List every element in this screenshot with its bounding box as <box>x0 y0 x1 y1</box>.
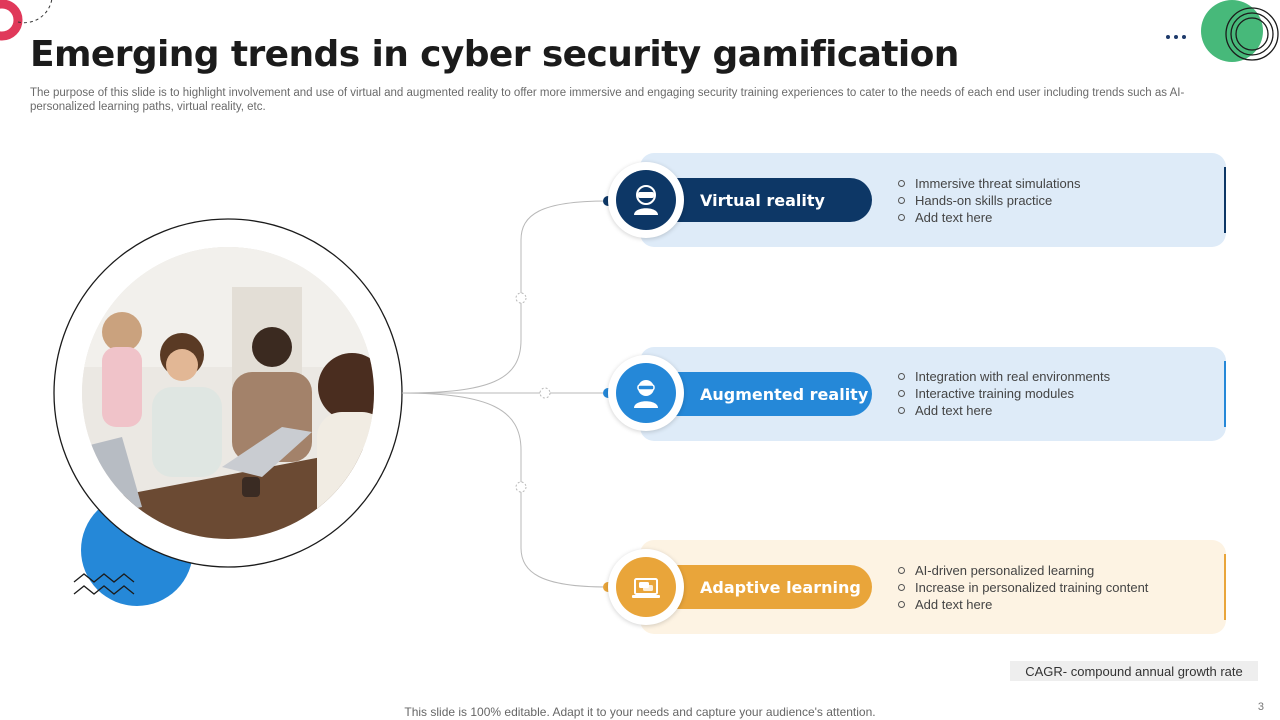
page-number: 3 <box>1257 701 1264 713</box>
team-meeting-photo <box>82 247 374 539</box>
bullet-item: Immersive threat simulations <box>898 175 1080 192</box>
bullet-item: Increase in personalized training conten… <box>898 579 1148 596</box>
ring-decoration <box>1225 7 1279 61</box>
bullet-item: Interactive training modules <box>898 385 1110 402</box>
laptop-chat-icon <box>632 578 660 598</box>
trend-label-virtual-reality: Virtual reality <box>672 178 872 222</box>
slide-subtitle: The purpose of this slide is to highligh… <box>30 87 1185 113</box>
zigzag-decoration <box>73 573 135 583</box>
trend-icon-badge <box>608 162 684 238</box>
trend-bullets-adaptive-learning: AI-driven personalized learning Increase… <box>898 562 1148 613</box>
bullet-item: Add text here <box>898 402 1110 419</box>
slide-title: Emerging trends in cyber security gamifi… <box>30 34 959 75</box>
vr-headset-user-icon <box>634 185 658 215</box>
connector-lines <box>401 200 608 588</box>
bullet-item: Integration with real environments <box>898 368 1110 385</box>
trend-label-augmented-reality: Augmented reality <box>672 372 872 416</box>
trend-bullets-augmented-reality: Integration with real environments Inter… <box>898 368 1110 419</box>
trend-label-adaptive-learning: Adaptive learning <box>672 565 872 609</box>
bullet-item: AI-driven personalized learning <box>898 562 1148 579</box>
trend-bullets-virtual-reality: Immersive threat simulations Hands-on sk… <box>898 175 1080 226</box>
bullet-item: Hands-on skills practice <box>898 192 1080 209</box>
dashed-arc-decoration <box>17 0 53 24</box>
ar-glasses-user-icon <box>634 380 658 408</box>
more-dots-icon <box>1166 35 1186 39</box>
trend-icon-badge <box>608 549 684 625</box>
bullet-item: Add text here <box>898 596 1148 613</box>
slide-footer: This slide is 100% editable. Adapt it to… <box>404 705 876 719</box>
green-circle-decoration <box>1201 0 1263 62</box>
red-arc-decoration <box>0 0 23 41</box>
cagr-note: CAGR- compound annual growth rate <box>1010 661 1258 681</box>
bullet-item: Add text here <box>898 209 1080 226</box>
trend-icon-badge <box>608 355 684 431</box>
